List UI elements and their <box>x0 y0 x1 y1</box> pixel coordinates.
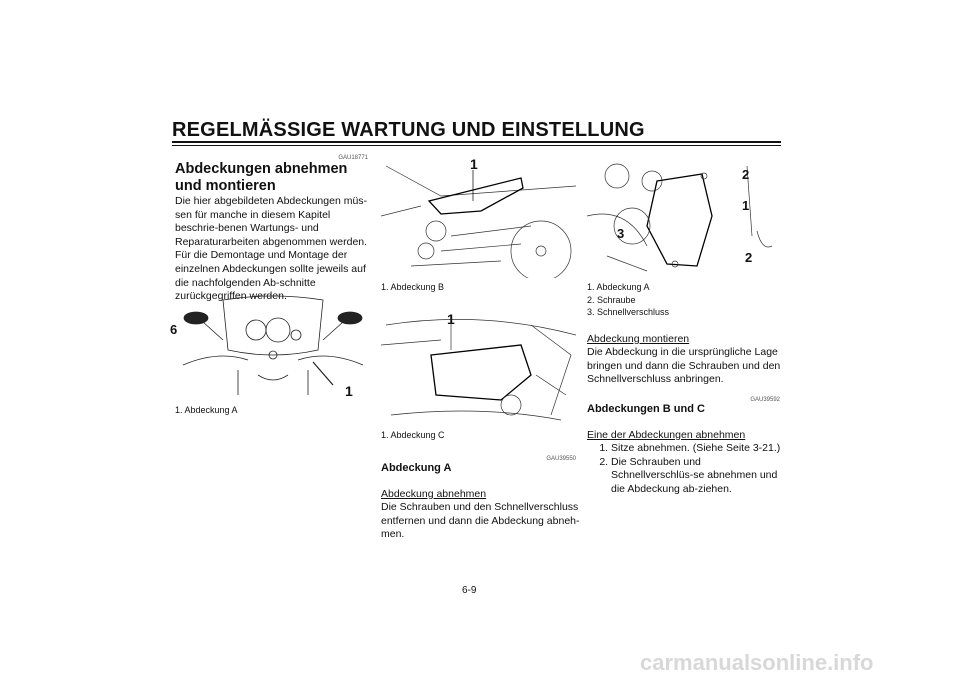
chapter-tab: 6 <box>170 322 178 337</box>
figure-cover-b <box>381 156 576 278</box>
step-item: Die Schrauben und Schnellverschlüs-se ab… <box>611 456 781 497</box>
caption-item: 2. Schraube <box>587 294 636 305</box>
section-heading: Abdeckung A <box>381 462 452 474</box>
subheading: Abdeckung abnehmen <box>381 488 487 500</box>
section-code: GAU39550 <box>546 456 576 462</box>
section-code: GAU39592 <box>750 397 780 403</box>
caption-item: 3. Schnellverschluss <box>587 307 670 317</box>
figure-callout: 1 <box>470 156 478 172</box>
page-number: 6-9 <box>462 585 477 596</box>
section-heading: Abdeckungen B und C <box>587 403 705 415</box>
figure-callout: 1 <box>345 383 353 399</box>
figure-caption-list: 1. Abdeckung A 2. Schraube 3. Schnellver… <box>587 281 669 319</box>
section-body: Die Schrauben und den Schnellverschluss … <box>381 501 580 541</box>
section-body: Die Abdeckung in die ursprüngliche Lage … <box>587 346 781 386</box>
watermark: carmanualsonline.info <box>640 650 874 675</box>
figure-callout: 3 <box>617 226 625 241</box>
figure-handlebar <box>178 290 368 400</box>
section-code: GAU18771 <box>338 155 368 161</box>
figure-callout: 1 <box>447 311 455 327</box>
subheading: Abdeckung montieren <box>587 333 690 345</box>
figure-caption: 1. Abdeckung B <box>381 282 445 292</box>
title-rule <box>172 141 781 143</box>
figure-cover-a-detail <box>587 156 782 278</box>
figure-cover-c <box>381 305 576 425</box>
figure-callout: 2 <box>745 250 753 265</box>
step-item: Sitze abnehmen. (Siehe Seite 3-21.) <box>611 442 781 456</box>
figure-callout: 2 <box>742 167 750 182</box>
steps-list: Sitze abnehmen. (Siehe Seite 3-21.) Die … <box>587 442 781 496</box>
figure-caption: 1. Abdeckung A <box>175 405 238 415</box>
section-body: Die hier abgebildeten Abdeckungen müs-se… <box>175 195 368 303</box>
subheading: Eine der Abdeckungen abnehmen <box>587 429 746 441</box>
page-title: REGELMÄSSIGE WARTUNG UND EINSTELLUNG <box>172 119 645 141</box>
section-heading: Abdeckungen abnehmen und montieren <box>175 161 348 194</box>
figure-caption: 1. Abdeckung C <box>381 430 445 440</box>
figure-callout: 1 <box>742 198 750 213</box>
caption-item: 1. Abdeckung A <box>587 282 650 292</box>
title-rule-thin <box>172 145 781 146</box>
